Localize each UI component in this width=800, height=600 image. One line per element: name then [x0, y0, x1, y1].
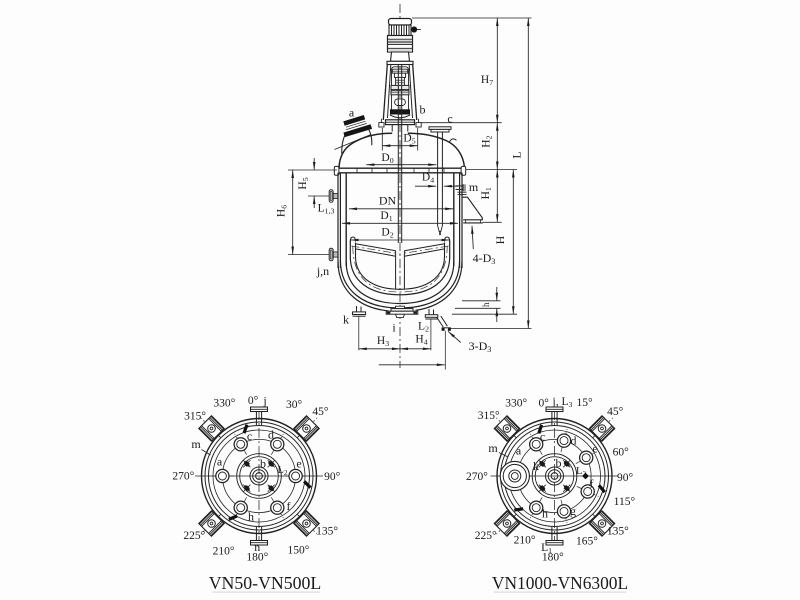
svg-text:15°: 15°: [576, 397, 593, 409]
svg-text:135°: 135°: [316, 525, 338, 537]
svg-text:VN1000-VN6300L: VN1000-VN6300L: [492, 573, 628, 593]
svg-text:H: H: [493, 235, 507, 244]
svg-text:L1,3: L1,3: [318, 203, 335, 216]
svg-text:g: g: [570, 504, 576, 518]
svg-text:L2: L2: [576, 466, 586, 478]
svg-text:H1: H1: [480, 187, 493, 199]
svg-text:H7: H7: [481, 74, 493, 87]
svg-text:115°: 115°: [614, 496, 636, 508]
svg-text:j,n: j,n: [316, 264, 329, 278]
svg-text:210°: 210°: [213, 546, 235, 558]
svg-text:DN: DN: [379, 193, 397, 207]
svg-text:0°: 0°: [248, 395, 259, 407]
svg-text:H3: H3: [377, 335, 389, 348]
svg-text:315°: 315°: [184, 411, 206, 423]
svg-text:270°: 270°: [466, 471, 488, 483]
svg-text:e: e: [296, 457, 301, 471]
svg-text:m: m: [469, 180, 479, 194]
svg-text:h: h: [248, 510, 254, 524]
svg-text:L2: L2: [278, 465, 288, 477]
svg-text:0°: 0°: [539, 398, 550, 410]
svg-text:H4: H4: [415, 334, 427, 347]
svg-text:H2: H2: [481, 135, 494, 147]
svg-text:h: h: [481, 302, 491, 307]
svg-text:f: f: [590, 477, 594, 491]
svg-text:225°: 225°: [183, 530, 205, 542]
svg-text:330°: 330°: [213, 398, 235, 410]
svg-text:a: a: [217, 455, 223, 469]
svg-text:45°: 45°: [312, 406, 329, 418]
svg-text:m: m: [488, 441, 498, 455]
svg-text:a: a: [516, 444, 522, 458]
svg-text:b: b: [260, 457, 266, 471]
svg-text:D1: D1: [380, 210, 392, 223]
svg-text:45°: 45°: [607, 406, 624, 418]
svg-text:n: n: [254, 540, 260, 554]
svg-text:D0: D0: [381, 152, 393, 165]
svg-text:90°: 90°: [617, 472, 634, 484]
svg-text:f: f: [287, 499, 291, 513]
svg-text:b: b: [556, 456, 562, 470]
svg-text:D2: D2: [381, 227, 393, 240]
svg-text:d: d: [268, 428, 274, 442]
svg-text:k: k: [343, 313, 349, 327]
svg-text:90°: 90°: [324, 471, 341, 483]
svg-text:m: m: [191, 437, 201, 451]
svg-text:30°: 30°: [286, 399, 303, 411]
svg-text:165°: 165°: [576, 535, 598, 547]
svg-text:210°: 210°: [514, 535, 536, 547]
svg-text:D5: D5: [403, 133, 415, 146]
svg-text:a: a: [349, 106, 355, 120]
svg-text:H5: H5: [297, 177, 310, 189]
svg-text:k: k: [533, 459, 539, 473]
svg-text:180°: 180°: [246, 552, 268, 564]
svg-text:315°: 315°: [478, 410, 500, 422]
svg-text:L: L: [510, 151, 524, 158]
svg-text:VN50-VN500L: VN50-VN500L: [209, 573, 322, 593]
svg-text:d: d: [571, 434, 577, 448]
svg-text:H6: H6: [276, 205, 289, 217]
svg-text:180°: 180°: [542, 552, 564, 564]
svg-text:L2: L2: [418, 321, 429, 334]
svg-text:L1: L1: [541, 542, 552, 555]
svg-text:e: e: [592, 442, 597, 456]
svg-text:3-D3: 3-D3: [469, 339, 492, 354]
svg-text:D4: D4: [422, 172, 434, 185]
svg-text:h: h: [542, 507, 548, 521]
svg-text:j: j: [262, 394, 266, 408]
svg-text:b: b: [420, 103, 426, 117]
svg-text:c: c: [247, 429, 252, 443]
svg-text:i: i: [392, 321, 396, 335]
svg-text:135°: 135°: [607, 525, 629, 537]
svg-text:150°: 150°: [287, 544, 309, 556]
svg-text:c: c: [540, 430, 545, 444]
svg-text:j, L3: j, L3: [552, 396, 573, 409]
svg-text:225°: 225°: [475, 530, 497, 542]
svg-text:330°: 330°: [505, 398, 527, 410]
svg-text:4-D3: 4-D3: [473, 251, 496, 266]
svg-text:c: c: [447, 112, 452, 126]
svg-text:60°: 60°: [613, 447, 630, 459]
svg-text:270°: 270°: [172, 470, 194, 482]
